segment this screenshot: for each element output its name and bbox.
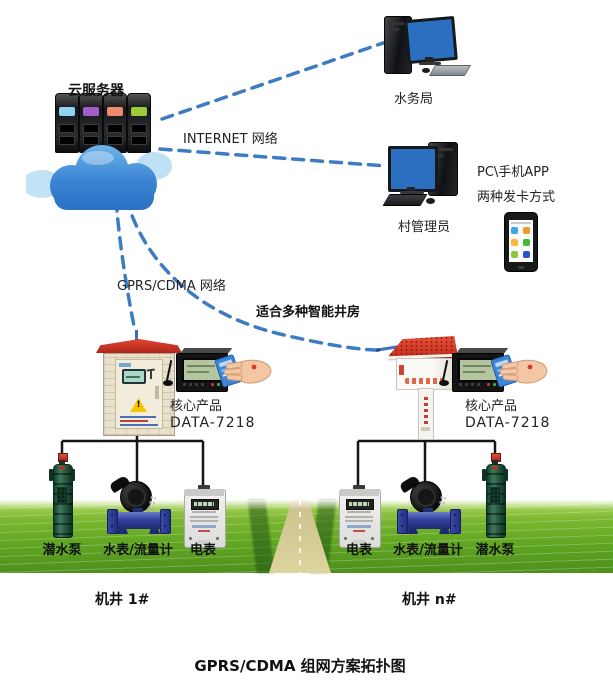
device-label: 潜水泵 [475, 543, 515, 558]
device-label: 电表 [189, 543, 216, 558]
water-meter-icon [397, 474, 461, 535]
village-admin-label: 村管理员 [398, 220, 451, 235]
well-label: 机井 1# [95, 592, 150, 608]
antenna-icon [165, 360, 173, 382]
house-pole [418, 388, 434, 440]
card-hand-icon [490, 354, 548, 388]
core-product-label: 核心产品 [170, 399, 223, 414]
well-label: 机井 n# [402, 592, 457, 608]
card-hand-icon [214, 354, 272, 388]
village-admin-computer-icon [380, 140, 472, 208]
model-label: DATA-7218 [170, 415, 256, 431]
model-label: DATA-7218 [465, 415, 551, 431]
rtu-device-icon [162, 348, 272, 394]
mouse-icon [422, 68, 430, 73]
internet-network-label: INTERNET 网络 [183, 132, 278, 147]
link-cloud-waterbureau [160, 40, 388, 121]
keyboard-icon [428, 65, 472, 76]
electric-meter-icon [339, 485, 381, 548]
pump-icon [48, 453, 76, 539]
device-label: 水表/流量计 [393, 543, 463, 558]
mouse-icon [426, 198, 435, 204]
pc-monitor-icon [388, 146, 438, 192]
server-tower-icon [103, 93, 127, 153]
house-text-band [405, 378, 447, 384]
server-tower-icon [79, 93, 103, 153]
server-tower-icon [55, 93, 79, 153]
keyboard-icon [382, 194, 428, 206]
warning-triangle-icon [130, 398, 147, 412]
grass-field [0, 500, 613, 573]
smartphone-icon [504, 212, 538, 272]
pc-app-label: PC\手机APP [477, 165, 549, 180]
water-meter-icon [107, 474, 171, 535]
house-roof [389, 336, 457, 358]
core-product-label: 核心产品 [465, 399, 518, 414]
cloud-server-label: 云服务器 [68, 83, 124, 99]
diagram-title: GPRS/CDMA 组网方案拓扑图 [194, 657, 406, 675]
device-label: 电表 [345, 543, 372, 558]
device-label: 水表/流量计 [103, 543, 173, 558]
water-bureau-computer-icon [378, 12, 472, 78]
antenna-icon [441, 360, 449, 382]
electric-meter-icon [184, 485, 226, 548]
pump-icon [481, 453, 509, 539]
card-method-label: 两种发卡方式 [477, 190, 556, 205]
server-tower-icon [127, 93, 151, 153]
cloud-icon [26, 145, 172, 210]
antenna-symbol-icon [150, 370, 152, 379]
well-house-note-label: 适合多种智能井房 [256, 305, 361, 320]
device-label: 潜水泵 [42, 543, 82, 558]
lcd-display-icon [122, 369, 146, 384]
gprs-network-label: GPRS/CDMA 网络 [117, 279, 226, 294]
tree-row-left [247, 500, 275, 573]
link-cloud-cabinet [114, 198, 137, 333]
rtu-device-icon [438, 348, 548, 394]
link-cloud-villageadmin [158, 147, 388, 168]
water-bureau-label: 水务局 [394, 92, 434, 107]
cabinet-body [103, 353, 175, 436]
